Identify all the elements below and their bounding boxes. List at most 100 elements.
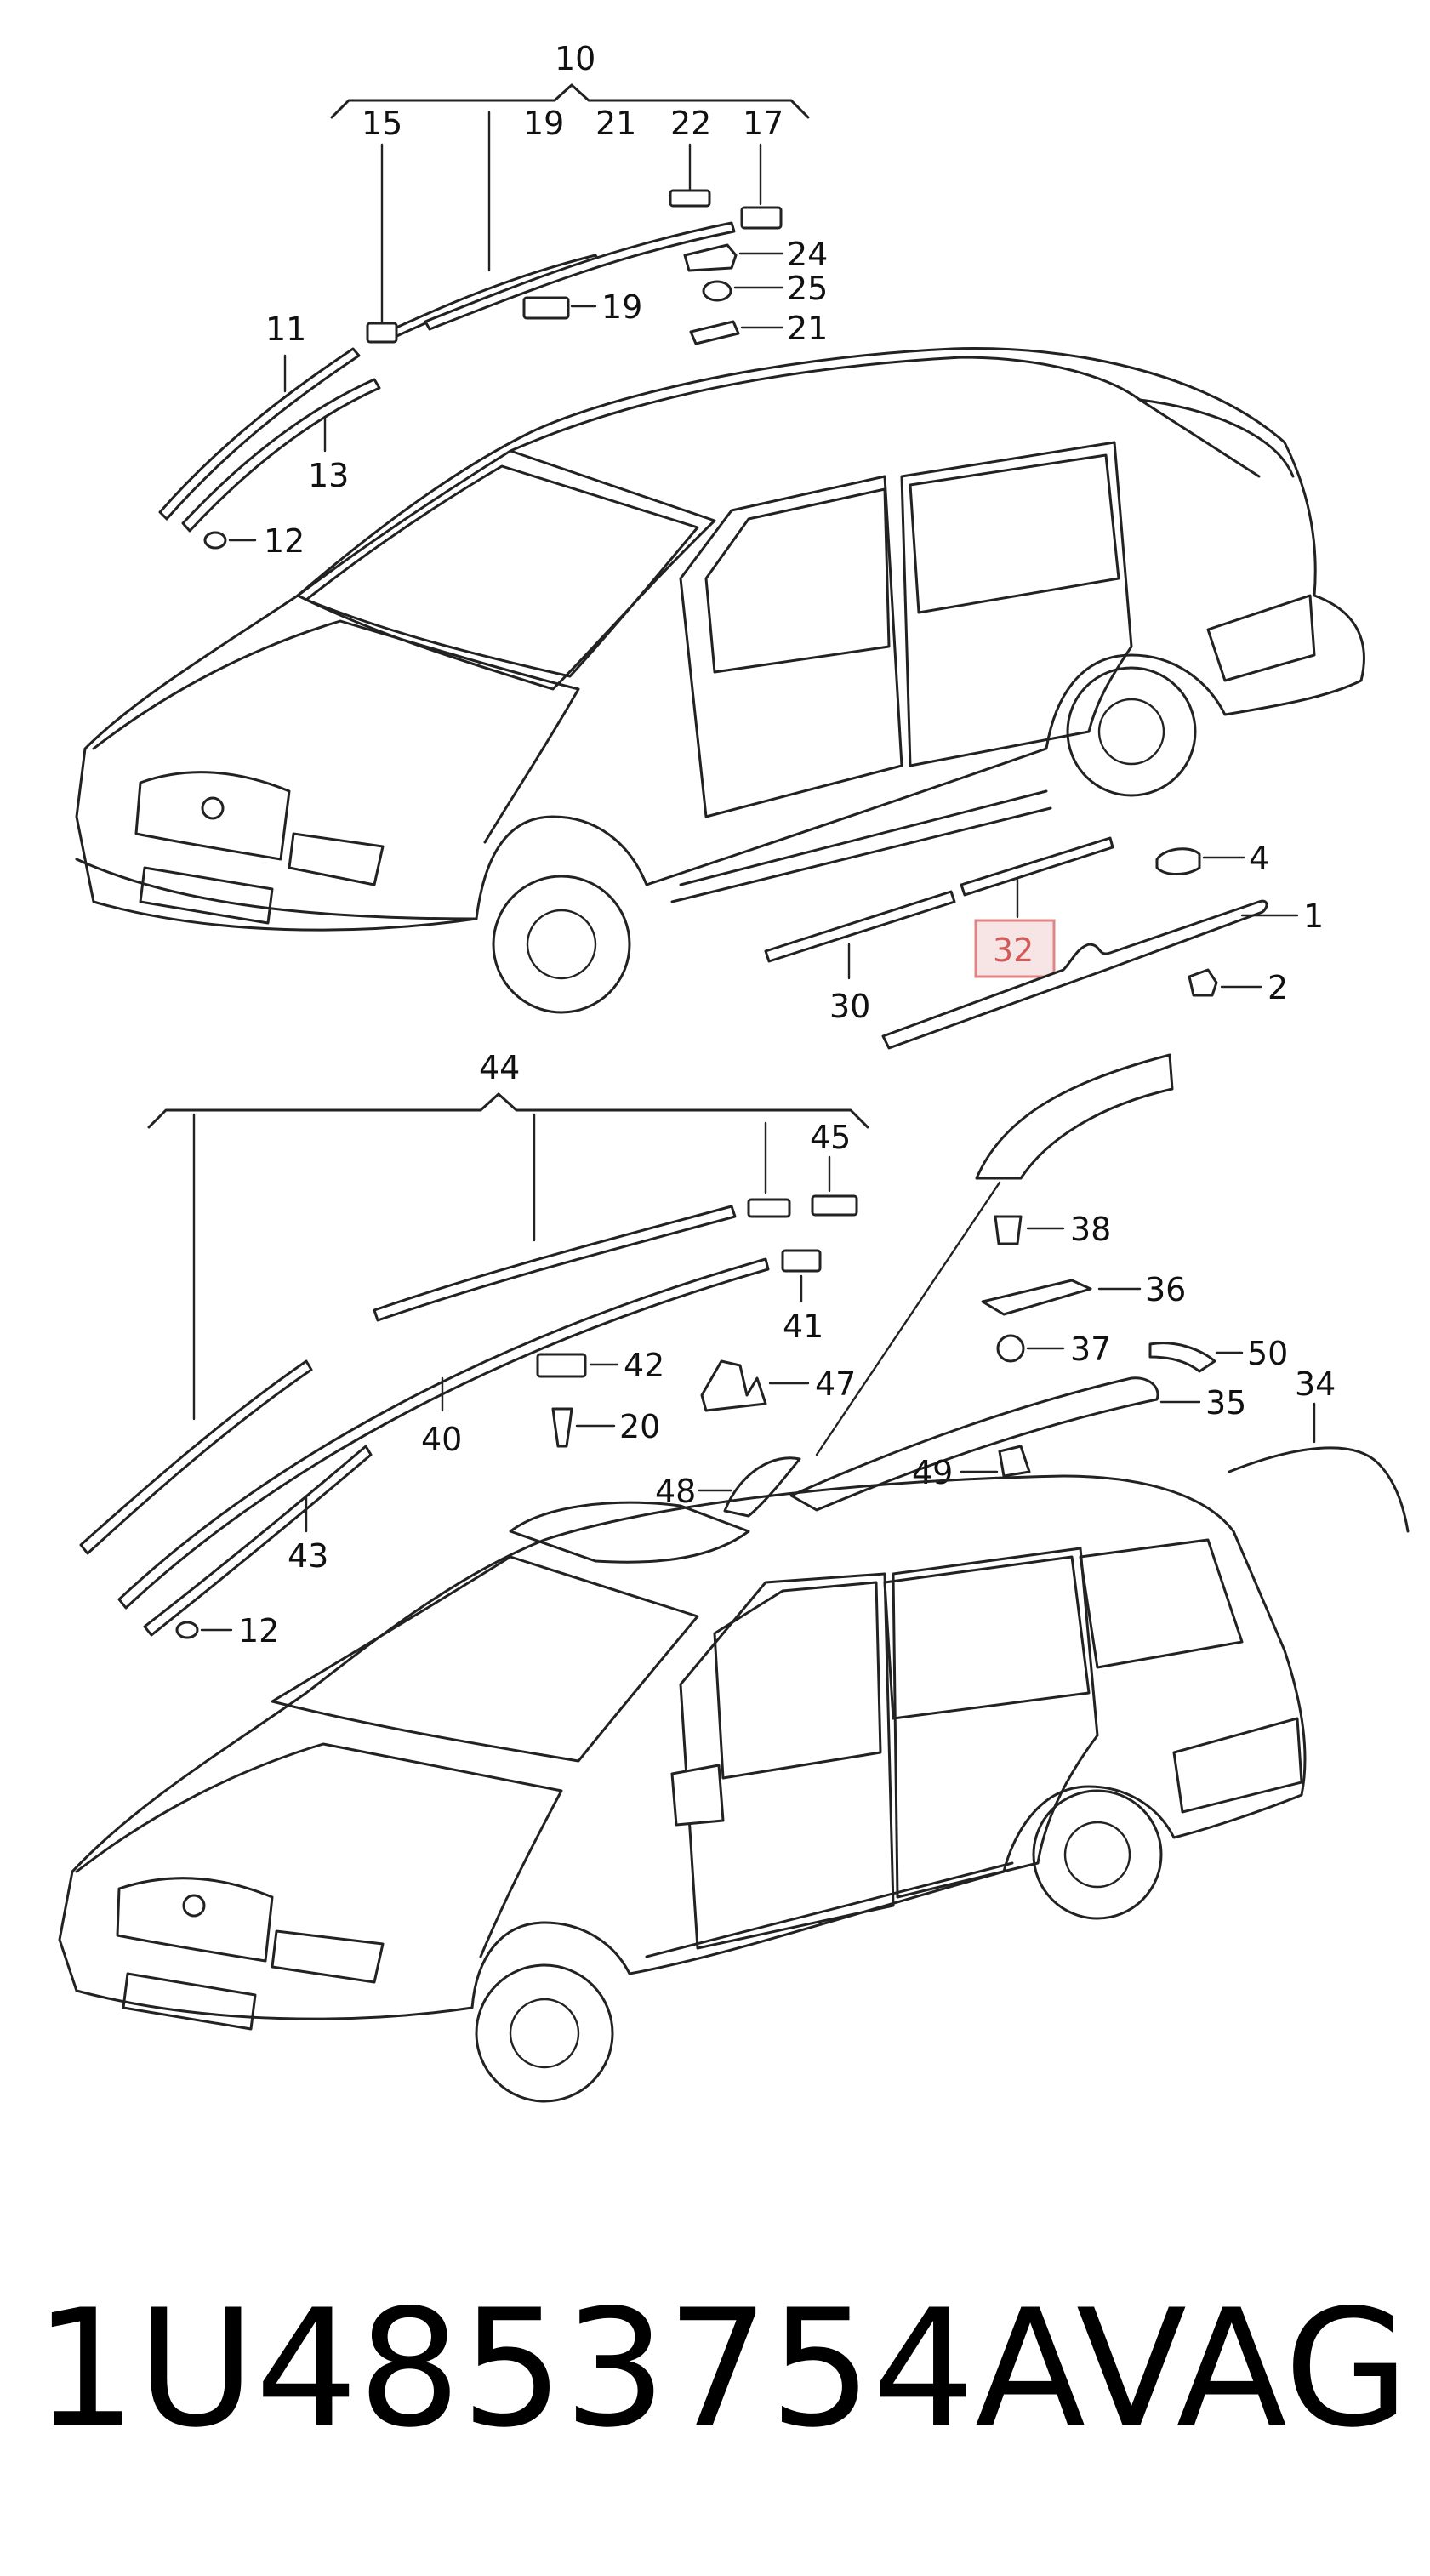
callout-11: 11 [265,311,306,348]
callout-37: 37 [1070,1331,1111,1368]
sedan-bumper [75,858,478,920]
callout-1: 1 [1303,898,1324,935]
estate-body [58,1474,1307,2020]
sill-trim-30 [764,890,956,963]
trim-50 [1148,1342,1216,1373]
estate-hood [75,1742,563,1958]
callout-20: 20 [619,1408,660,1445]
estate-emblem [182,1894,206,1918]
bracket-10 [330,83,810,119]
callout-45: 45 [810,1119,851,1156]
sedan-trunk [1138,398,1295,478]
clip-45 [811,1194,858,1217]
estate-plate [122,1972,257,2031]
estate-group: 44 40 43 12 45 41 42 47 20 [58,1049,1410,2103]
clip-12b [175,1621,199,1639]
clip-44c [747,1198,791,1218]
callout-41: 41 [783,1308,823,1345]
callout-12b: 12 [238,1612,279,1650]
callout-25: 25 [787,270,828,307]
callout-21a: 21 [595,105,636,142]
clip-47 [700,1359,767,1412]
callout-2: 2 [1268,969,1288,1006]
part-number: 1U4853754A [34,2275,1085,2463]
trim-11 [158,347,361,521]
clip-15 [366,322,398,344]
callout-21b: 21 [787,310,828,347]
estate-sunroof [509,1501,750,1564]
sedan-body [75,347,1365,932]
trim-a-pillar-left [79,1359,313,1555]
sedan-group: 10 15 19 21 22 17 24 25 19 21 11 [75,40,1365,1050]
nut-25 [702,280,732,302]
clip-4 [1155,847,1201,875]
callout-43: 43 [288,1537,328,1575]
sedan-rear-window [909,453,1120,614]
callout-17: 17 [743,105,783,142]
clip-24 [683,243,738,272]
clip-21 [689,320,740,345]
sedan-roof-top [509,356,1261,478]
sedan-sill [679,789,1048,886]
sedan-front-window [704,487,891,674]
estate-front-door [679,1572,895,1950]
callout-36: 36 [1145,1271,1186,1308]
clip-49 [998,1445,1031,1478]
callout-4: 4 [1249,840,1269,877]
clip-2 [1188,968,1218,997]
callout-50: 50 [1247,1335,1288,1372]
sedan-emblem [201,796,225,820]
roof-rail-35 [789,1376,1159,1512]
trim-43 [143,1445,373,1637]
callout-19a: 19 [523,105,564,142]
callout-24: 24 [787,236,828,273]
sedan-sill-lower [670,806,1052,903]
clip-12a [203,531,227,550]
sedan-rear-wheel [1066,666,1197,797]
sedan-plate [139,866,274,925]
wheel-arch-trim [975,1053,1174,1180]
estate-rear-window [883,1555,1091,1720]
estate-headlight [271,1929,385,1984]
clip-37 [996,1334,1025,1363]
clip-41 [781,1249,822,1273]
clip-22 [669,189,711,208]
estate-front-hub [509,1998,580,2069]
sedan-windshield [305,464,699,678]
estate-grille [116,1877,274,1963]
callout-49: 49 [912,1454,953,1491]
callout-34: 34 [1295,1365,1336,1403]
sedan-roof-line [296,449,716,691]
sill-trim-32 [960,836,1114,897]
callout-10: 10 [555,40,595,77]
sedan-front-wheel [492,875,631,1014]
sedan-headlight [288,832,385,886]
trim-13 [181,378,381,533]
estate-rear-bumper [1172,1717,1303,1814]
highlight-box-32 [974,919,1056,978]
estate-front-window [713,1581,882,1780]
brand-name: VAG [1076,2275,1410,2463]
leader-arch [815,1181,1001,1456]
estate-windshield [271,1555,699,1763]
sedan-rear-hub [1097,698,1165,766]
clip-38 [994,1215,1023,1245]
roof-trim-40 [117,1257,770,1610]
callout-42: 42 [624,1347,664,1384]
sedan-rear-door [900,441,1133,767]
sedan-front-door [679,475,903,818]
callout-40: 40 [421,1421,462,1458]
sedan-taillight [1206,594,1316,682]
estate-rear-wheel [1032,1789,1163,1920]
estate-mirror [670,1764,725,1827]
callout-30: 30 [829,988,870,1025]
callout-32: 32 [993,932,1034,969]
end-cap-48 [723,1456,801,1518]
bracket-36 [981,1279,1092,1316]
estate-rear-door [892,1547,1099,1899]
callout-47: 47 [815,1365,856,1403]
callout-15: 15 [362,105,402,142]
callout-19b: 19 [601,288,642,326]
estate-front-wheel [475,1963,614,2103]
